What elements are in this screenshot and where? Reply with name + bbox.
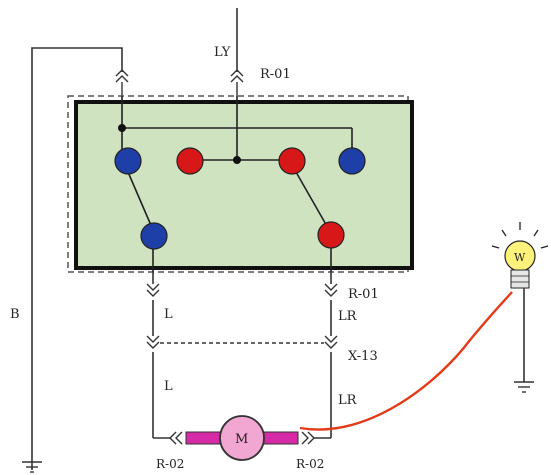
ground-symbol-right	[514, 381, 534, 393]
lower-wires	[152, 272, 332, 439]
terminal-blue-bottom	[140, 222, 168, 250]
lamp-bulb-icon	[491, 222, 549, 289]
connector-x13-left	[146, 335, 160, 349]
connector-r02-right	[301, 431, 315, 445]
lamp-wire	[299, 291, 513, 431]
connector-x13-right	[324, 335, 338, 349]
b-wire	[31, 47, 123, 470]
switch-panel	[74, 100, 414, 270]
label-b: B	[10, 307, 20, 322]
connector-r01-mid-left	[146, 283, 160, 297]
junction-dot-center	[233, 156, 241, 164]
terminal-red-top-right	[278, 147, 306, 175]
connector-r02-left	[169, 431, 183, 445]
motor-coupling-right	[263, 431, 299, 445]
connector-r01-top-right	[230, 69, 244, 96]
terminal-red-top-left	[176, 147, 204, 175]
label-lr-upper: LR	[338, 309, 358, 324]
label-r02-left: R-02	[156, 457, 184, 471]
ground-symbol-left	[22, 461, 42, 473]
label-r01-mid: R-01	[348, 287, 379, 302]
motor-coupling-left	[185, 431, 221, 445]
label-lamp: W	[514, 251, 526, 264]
label-motor: M	[235, 432, 248, 447]
terminal-red-bottom	[317, 221, 345, 249]
motor	[219, 415, 265, 461]
terminal-blue-top-right	[338, 147, 366, 175]
label-l-lower: L	[164, 379, 173, 394]
label-l-upper: L	[164, 307, 173, 322]
connector-r01-top-left	[115, 69, 129, 96]
label-r01-top: R-01	[260, 67, 291, 82]
label-ly: LY	[214, 45, 231, 60]
switch-housing-dashed	[67, 95, 409, 273]
junction-dot-left	[118, 124, 126, 132]
connector-r01-mid-right	[324, 283, 338, 297]
terminal-blue-top-left	[114, 147, 142, 175]
label-r02-right: R-02	[296, 457, 324, 471]
label-x13: X-13	[348, 349, 378, 364]
label-lr-lower: LR	[338, 393, 358, 408]
